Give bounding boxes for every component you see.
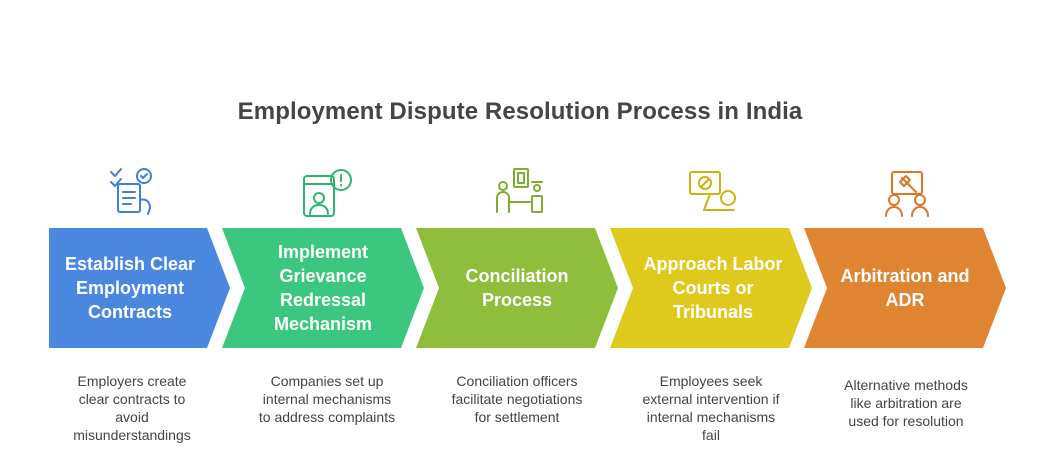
chevron-step-5 <box>804 228 1006 348</box>
step-3-label: Conciliation Process <box>465 266 569 310</box>
step-1-description: Employers create clear contracts to avoi… <box>73 373 191 443</box>
labor-court-icon <box>686 166 742 218</box>
conciliation-meeting-icon <box>492 166 548 218</box>
chevron-step-1 <box>49 228 230 348</box>
chevron-step-2 <box>222 228 424 348</box>
arbitration-gavel-icon <box>880 166 936 218</box>
step-3-description: Conciliation officers facilitate negotia… <box>451 373 583 425</box>
chevron-step-4 <box>610 228 812 348</box>
step-2-label: Implement Grievance Redressal Mechanism <box>273 242 373 334</box>
grievance-alert-icon <box>298 166 354 218</box>
contract-checklist-icon <box>104 166 160 218</box>
step-4-label: Approach Labor Courts or Tribunals <box>643 254 783 322</box>
step-1-label: Establish Clear Employment Contracts <box>64 254 196 322</box>
step-4-description: Employees seek external intervention if … <box>642 373 780 443</box>
step-5-description: Alternative methods like arbitration are… <box>844 377 968 429</box>
step-5-label: Arbitration and ADR <box>840 266 970 310</box>
chevron-step-3 <box>416 228 618 348</box>
step-2-description: Companies set up internal mechanisms to … <box>258 373 396 425</box>
process-chevrons <box>49 228 1006 348</box>
page-title: Employment Dispute Resolution Process in… <box>237 98 803 125</box>
